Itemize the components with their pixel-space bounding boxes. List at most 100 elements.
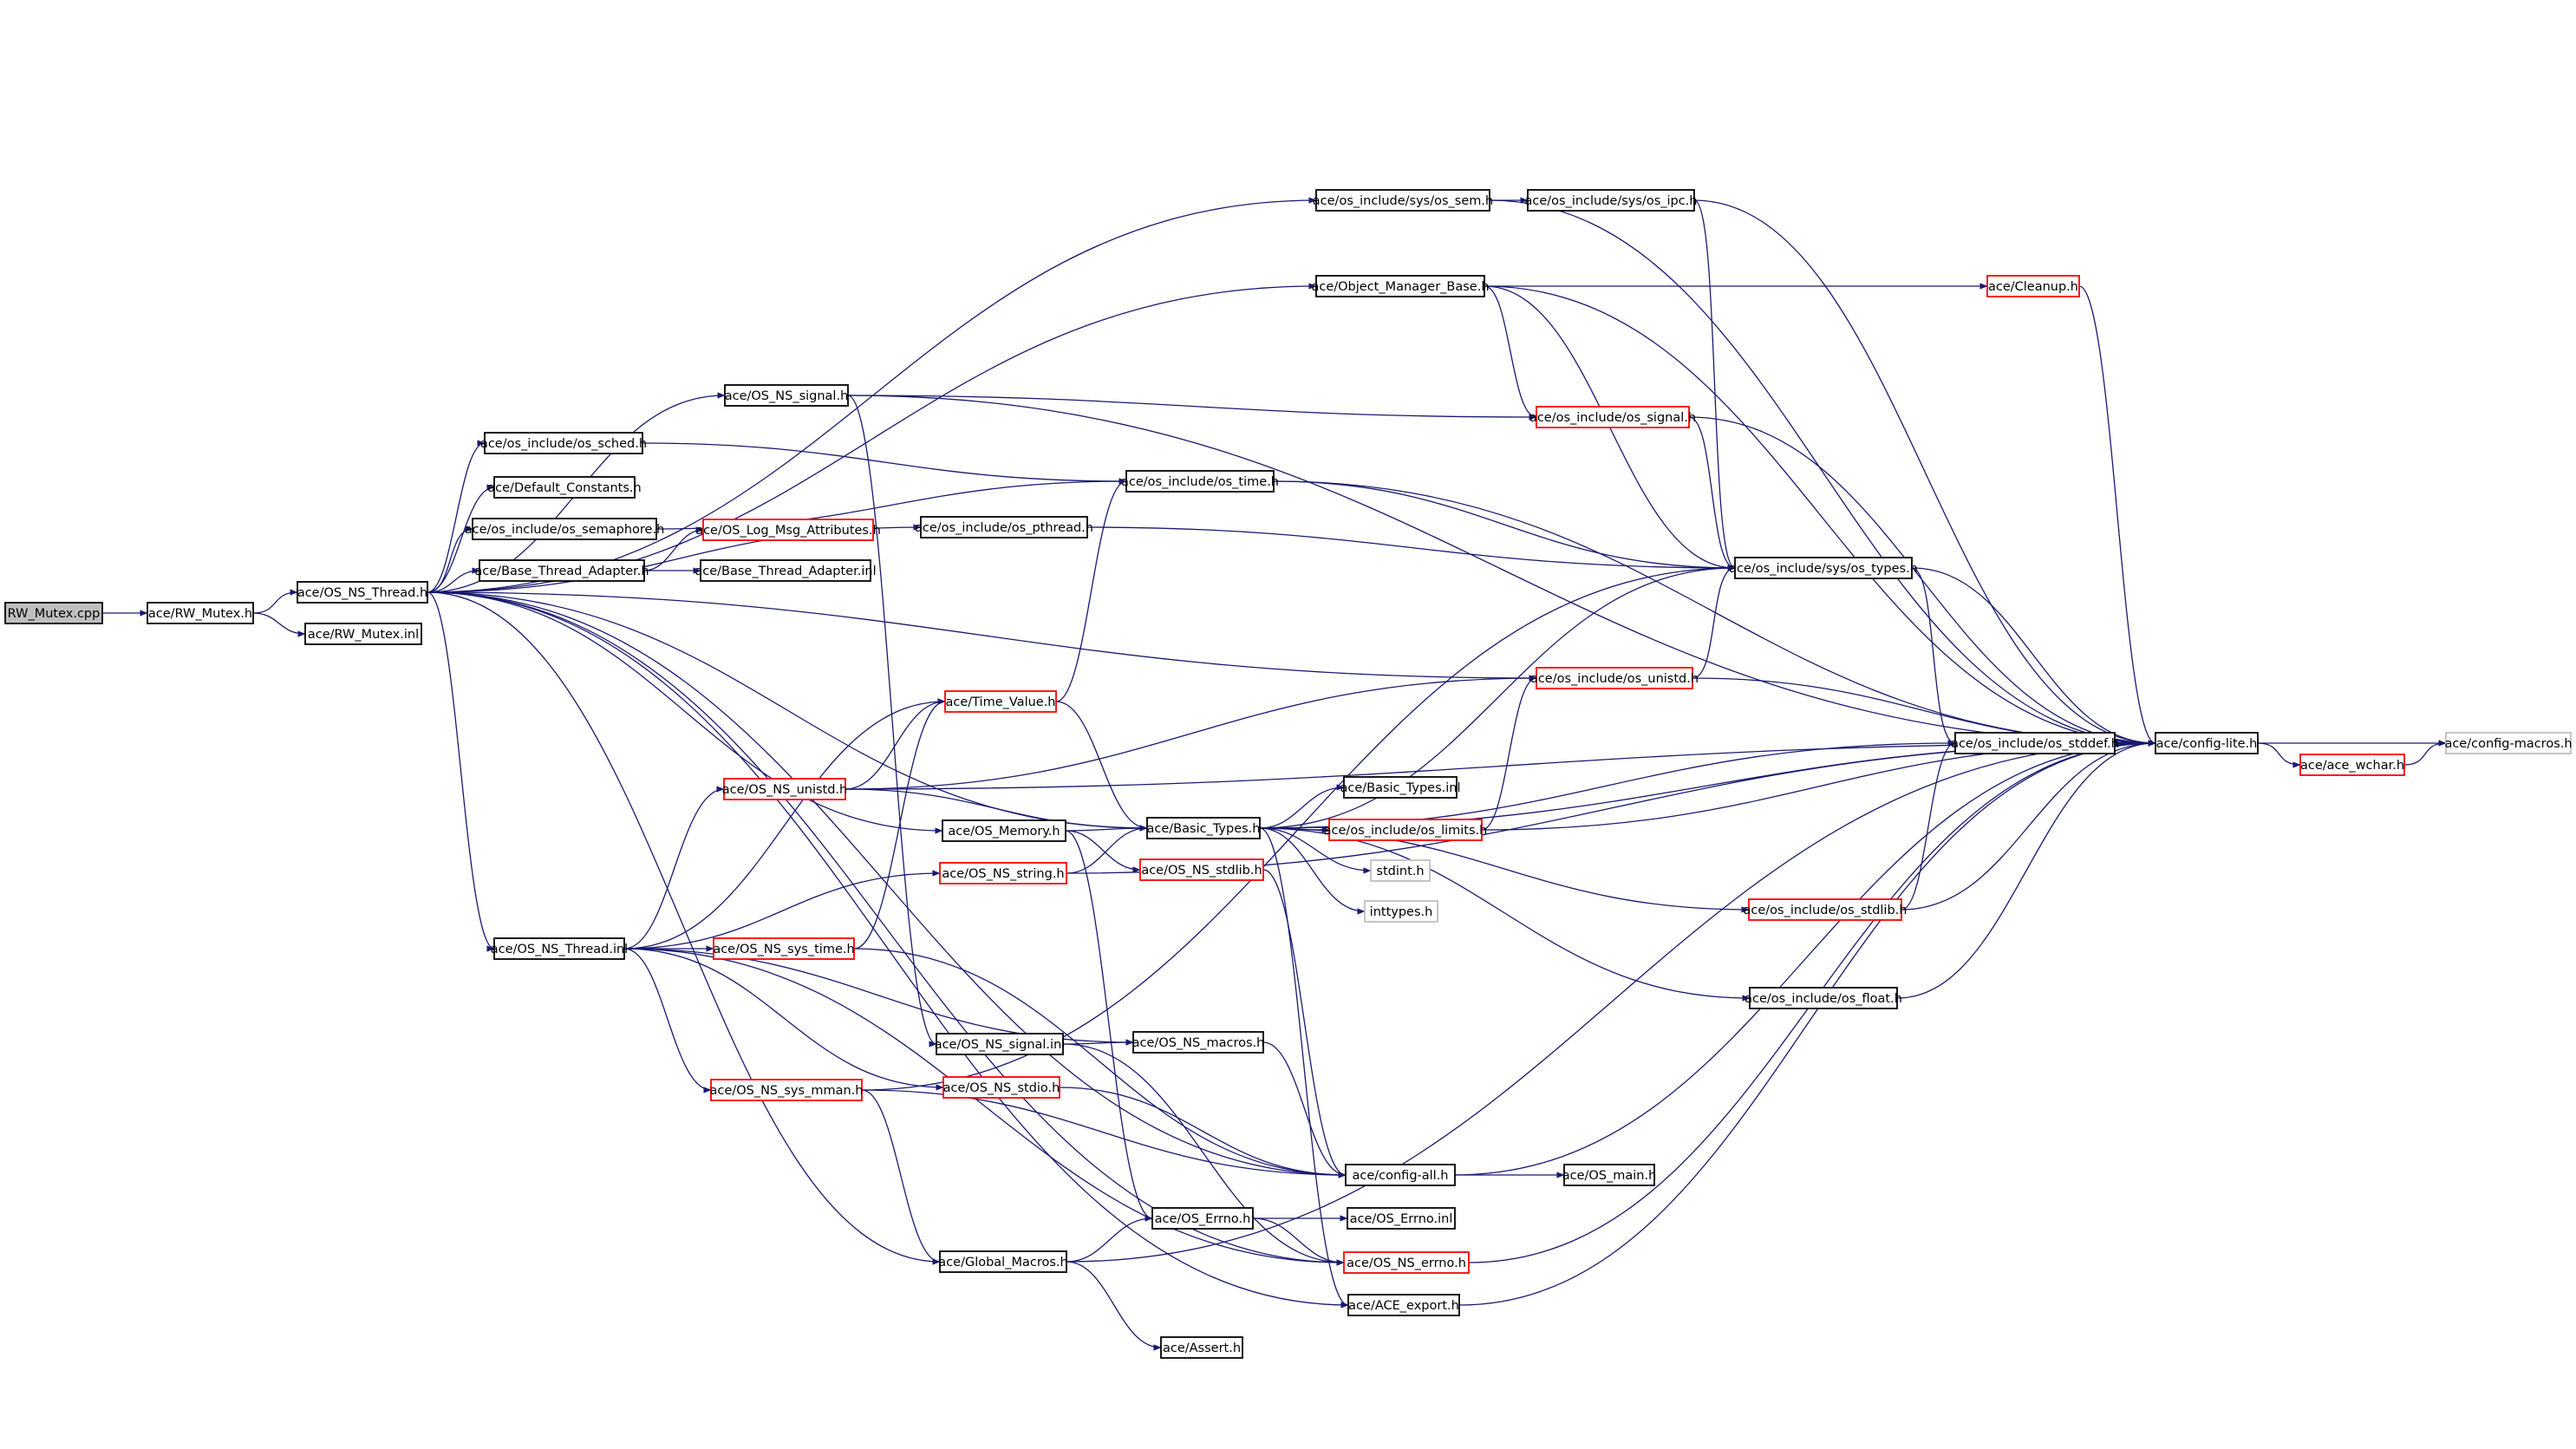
edge-os_memory_h-to-basic_types_h	[1065, 825, 1148, 832]
node-base-thread-adapter-h[interactable]: ace/Base_Thread_Adapter.h	[474, 559, 649, 582]
edge-arrow	[1259, 827, 1366, 915]
edge-arrow	[1484, 285, 1537, 421]
node-os-unistd-h[interactable]: ace/os_include/os_unistd.h	[1530, 667, 1699, 689]
node-box	[493, 476, 636, 499]
edge-object_manager_base_h-to-config_lite_h	[1484, 285, 2156, 747]
node-os-sched-h[interactable]: ace/os_include/os_sched.h	[480, 432, 647, 454]
edge-arrow	[861, 1089, 1347, 1178]
node-box	[1527, 189, 1695, 212]
node-label: ace/ace_wchar.h	[2300, 759, 2404, 773]
node-box	[700, 559, 871, 582]
edge-arrow	[1259, 784, 1345, 829]
edge-arrow	[1688, 416, 1736, 571]
edge-arrow	[1273, 480, 1736, 571]
node-box	[2299, 754, 2405, 776]
edge-arrow	[427, 567, 480, 593]
node-label: ace/OS_NS_signal.h	[725, 389, 849, 403]
node-box	[1343, 776, 1458, 799]
node-os-float-h[interactable]: ace/os_include/os_float.h	[1745, 987, 1902, 1009]
node-cleanup-h[interactable]: ace/Cleanup.h	[1986, 275, 2080, 297]
edge-arrow	[853, 698, 946, 950]
edge-arrow	[1065, 830, 1141, 873]
edge-basic_types_h-to-inttypes_h	[1259, 827, 1366, 915]
node-os-types-h[interactable]: ace/os_include/sys/os_types.h	[1729, 557, 1918, 579]
edge-arrow	[1484, 285, 2156, 747]
edge-arrow	[1259, 827, 1751, 1002]
node-os-log-msg-attributes-h[interactable]: ace/OS_Log_Msg_Attributes.h	[695, 519, 881, 541]
node-basic-types-h[interactable]: ace/Basic_Types.h	[1146, 817, 1261, 839]
node-os-errno-inl[interactable]: ace/OS_Errno.inl	[1347, 1207, 1456, 1230]
node-assert-h[interactable]: ace/Assert.h	[1160, 1336, 1243, 1359]
node-time-value-h[interactable]: ace/Time_Value.h	[944, 690, 1057, 713]
node-box	[724, 384, 849, 407]
node-label: ace/Time_Value.h	[945, 695, 1055, 709]
node-config-all-h[interactable]: ace/config-all.h	[1345, 1164, 1456, 1186]
node-label: ace/os_include/os_semaphore.h	[465, 523, 665, 537]
node-os-ns-stdio-h[interactable]: ace/OS_NS_stdio.h	[942, 1076, 1060, 1099]
edge-arrow	[1901, 740, 1956, 911]
node-os-ns-thread-h[interactable]: ace/OS_NS_Thread.h	[297, 581, 428, 604]
edge-os_limits_h-to-os_unistd_h	[1481, 675, 1537, 831]
edge-os_signal_h-to-os_types_h	[1688, 416, 1736, 571]
node-label: ace/os_include/os_time.h	[1121, 475, 1279, 489]
node-os-ns-signal-h[interactable]: ace/OS_NS_signal.h	[724, 384, 849, 407]
edge-arrow	[623, 698, 946, 950]
node-os-pthread-h[interactable]: ace/os_include/os_pthread.h	[915, 516, 1093, 538]
edge-time_value_h-to-os_time_h	[1055, 478, 1127, 702]
node-ace-wchar-h[interactable]: ace/ace_wchar.h	[2299, 754, 2405, 776]
edge-os_ns_thread_h-to-os_ns_errno_h	[427, 591, 1345, 1266]
node-os-errno-h[interactable]: ace/OS_Errno.h	[1151, 1207, 1254, 1230]
node-default-constants-h[interactable]: ace/Default_Constants.h	[487, 476, 642, 499]
node-os-limits-h[interactable]: ace/os_include/os_limits.h	[1324, 819, 1488, 841]
node-label: inttypes.h	[1370, 905, 1433, 919]
node-box	[493, 937, 625, 960]
node-os-ns-sys-time-h[interactable]: ace/OS_NS_sys_time.h	[713, 937, 855, 960]
node-label: ace/config-lite.h	[2156, 737, 2258, 751]
node-os-semaphore-h[interactable]: ace/os_include/os_semaphore.h	[465, 518, 665, 540]
node-label: ace/config-macros.h	[2444, 737, 2572, 751]
node-rw-mutex-cpp[interactable]: RW_Mutex.cpp	[4, 602, 103, 624]
node-label: ace/os_include/os_signal.h	[1529, 411, 1696, 425]
edge-arrow	[1693, 199, 2156, 747]
node-os-ns-unistd-h[interactable]: ace/OS_NS_unistd.h	[722, 778, 847, 800]
node-os-ns-signal-inl[interactable]: ace/OS_NS_signal.inl	[935, 1033, 1066, 1055]
node-rw-mutex-h[interactable]: ace/RW_Mutex.h	[147, 602, 254, 624]
edge-os_ns_signal_h-to-config_lite_h	[847, 395, 2156, 747]
node-rw-mutex-inl[interactable]: ace/RW_Mutex.inl	[304, 623, 422, 645]
node-label: ace/Basic_Types.inl	[1340, 781, 1460, 795]
node-basic-types-inl[interactable]: ace/Basic_Types.inl	[1340, 776, 1461, 799]
node-os-ns-sys-mman-h[interactable]: ace/OS_NS_sys_mman.h	[710, 1079, 864, 1101]
node-os-ns-string-h[interactable]: ace/OS_NS_string.h	[939, 862, 1067, 884]
edge-arrow	[1692, 565, 1736, 679]
node-config-lite-h[interactable]: ace/config-lite.h	[2155, 732, 2259, 754]
node-os-ns-macros-h[interactable]: ace/OS_NS_macros.h	[1132, 1031, 1265, 1054]
node-os-stdlib-h[interactable]: ace/os_include/os_stdlib.h	[1744, 898, 1908, 921]
edge-arrow	[1458, 740, 2156, 1306]
node-os-time-h[interactable]: ace/os_include/os_time.h	[1121, 470, 1279, 493]
node-os-stddef-h[interactable]: ace/os_include/os_stddef.h	[1951, 732, 2119, 754]
edge-arrow	[1259, 565, 1736, 829]
node-os-main-h[interactable]: ace/OS_main.h	[1562, 1164, 1657, 1186]
node-label: ace/OS_NS_string.h	[942, 867, 1064, 881]
node-os-ns-errno-h[interactable]: ace/OS_NS_errno.h	[1343, 1251, 1470, 1274]
node-os-sem-h[interactable]: ace/os_include/sys/os_sem.h	[1313, 189, 1493, 212]
node-os-ns-stdlib-h[interactable]: ace/OS_NS_stdlib.h	[1139, 858, 1264, 881]
node-os-memory-h[interactable]: ace/OS_Memory.h	[942, 819, 1066, 842]
node-global-macros-h[interactable]: ace/Global_Macros.h	[938, 1250, 1068, 1273]
node-os-ipc-h[interactable]: ace/os_include/sys/os_ipc.h	[1524, 189, 1698, 212]
node-os-signal-h[interactable]: ace/os_include/os_signal.h	[1529, 406, 1696, 428]
edge-arrow	[1273, 480, 2156, 747]
node-base-thread-adapter-inl[interactable]: ace/Base_Thread_Adapter.inl	[695, 559, 877, 582]
edge-os_ns_macros_h-to-config_all_h	[1262, 1041, 1347, 1178]
node-label: ace/os_include/os_unistd.h	[1530, 672, 1699, 686]
node-object-manager-base-h[interactable]: ace/Object_Manager_Base.h	[1311, 275, 1490, 297]
node-box	[1328, 819, 1483, 841]
node-os-ns-thread-inl[interactable]: ace/OS_NS_Thread.inl	[491, 937, 628, 960]
edge-cleanup_h-to-config_lite_h	[2078, 285, 2156, 747]
edge-arrow	[847, 395, 1537, 421]
edge-os_float_h-to-config_lite_h	[1896, 740, 2156, 999]
node-box	[1132, 1031, 1264, 1054]
edge-arrow	[1259, 827, 1349, 1309]
node-ace-export-h[interactable]: ace/ACE_export.h	[1347, 1294, 1460, 1316]
node-box	[1125, 470, 1275, 493]
